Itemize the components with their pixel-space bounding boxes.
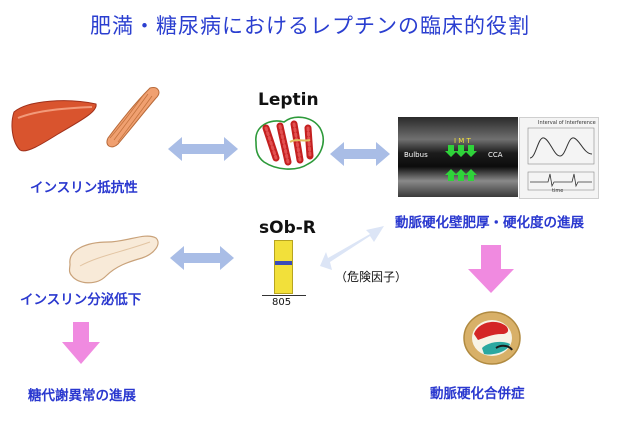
insulin-resistance-label: インスリン抵抗性	[30, 180, 138, 196]
distensibility-graph: Interval of Interference time	[519, 117, 599, 199]
imt-arrows	[445, 145, 477, 181]
sobr-label: sOb-R	[259, 218, 316, 238]
pink-arrow-left	[62, 322, 100, 364]
ultrasound-right-label: CCA	[488, 151, 503, 159]
ultrasound-left-label: Bulbus	[404, 151, 428, 159]
sobr-receptor-bar	[274, 240, 293, 294]
membrane-line	[262, 295, 306, 296]
liver-icon	[11, 100, 97, 152]
atherosclerosis-complication-label: 動脈硬化合併症	[430, 386, 525, 402]
pancreas-icon	[68, 235, 159, 284]
risk-factor-arrow	[320, 226, 384, 270]
double-arrow-left-top	[168, 137, 238, 161]
page-title: 肥満・糖尿病におけるレプチンの臨床的役割	[90, 14, 530, 38]
pink-arrow-right	[468, 245, 514, 293]
glucose-metabolism-label: 糖代謝異常の進展	[28, 388, 136, 404]
insulin-secretion-decline-label: インスリン分泌低下	[20, 292, 142, 308]
double-arrow-left-middle	[170, 246, 234, 270]
carotid-ultrasound-image: Bulbus I M T CCA	[398, 117, 518, 197]
risk-factor-label: （危険因子）	[335, 270, 408, 284]
muscle-icon	[106, 87, 160, 148]
atherosclerosis-progress-label: 動脈硬化壁肥厚・硬化度の進展	[395, 215, 584, 231]
graph-curves	[527, 127, 595, 191]
artery-plaque-icon	[463, 311, 521, 365]
graph-axis-label: time	[552, 188, 564, 194]
leptin-label: Leptin	[258, 90, 319, 110]
imt-label: I M T	[454, 137, 471, 145]
sobr-number: 805	[272, 297, 292, 308]
sobr-band	[275, 261, 292, 265]
graph-title: Interval of Interference	[538, 120, 596, 126]
leptin-protein-icon	[255, 116, 324, 170]
double-arrow-right-top	[330, 142, 390, 166]
